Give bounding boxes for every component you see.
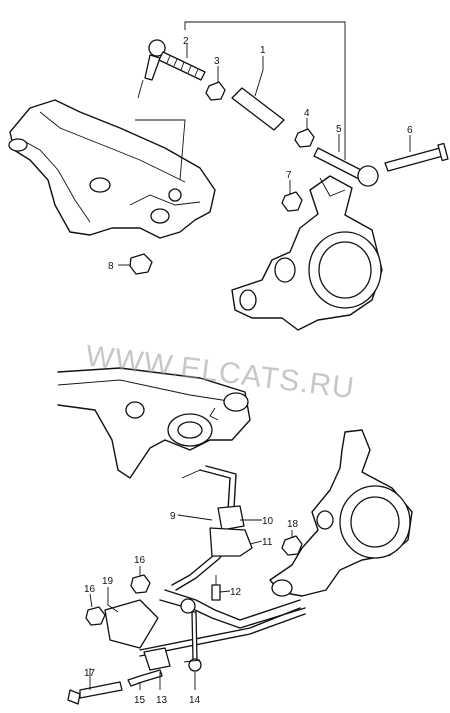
subframe-lower bbox=[57, 367, 251, 479]
callout-2: 2 bbox=[183, 36, 189, 47]
callout-15: 15 bbox=[134, 695, 146, 706]
callout-12: 12 bbox=[230, 587, 242, 598]
lower-assembly bbox=[57, 367, 413, 705]
callout-3: 3 bbox=[214, 56, 220, 67]
link-and-arm bbox=[67, 535, 306, 705]
callout-14: 14 bbox=[189, 695, 201, 706]
callout-labels: 1 2 3 4 5 6 7 8 9 10 11 12 13 14 15 16 1… bbox=[84, 36, 413, 706]
callout-10: 10 bbox=[262, 516, 274, 527]
callout-7: 7 bbox=[286, 170, 292, 181]
knuckle-lower bbox=[269, 429, 413, 597]
subframe-upper bbox=[8, 99, 216, 239]
callout-8: 8 bbox=[108, 261, 114, 272]
callout-18: 18 bbox=[287, 519, 299, 530]
callout-1: 1 bbox=[260, 45, 266, 56]
callout-16-lower: 16 bbox=[84, 584, 96, 595]
callout-16-upper: 16 bbox=[134, 555, 146, 566]
callout-5: 5 bbox=[336, 124, 342, 135]
callout-9: 9 bbox=[170, 511, 176, 522]
callout-6: 6 bbox=[407, 125, 413, 136]
tie-rod-upper bbox=[129, 21, 449, 275]
stabilizer-bar bbox=[171, 465, 253, 601]
upper-assembly bbox=[8, 21, 449, 331]
callout-19: 19 bbox=[102, 576, 114, 587]
callout-17: 17 bbox=[84, 668, 96, 679]
callout-4: 4 bbox=[304, 108, 310, 119]
knuckle-upper bbox=[231, 175, 383, 331]
callout-13: 13 bbox=[156, 695, 168, 706]
callout-11: 11 bbox=[262, 537, 273, 548]
watermark: WWW.ELCATS.RU bbox=[84, 339, 357, 405]
